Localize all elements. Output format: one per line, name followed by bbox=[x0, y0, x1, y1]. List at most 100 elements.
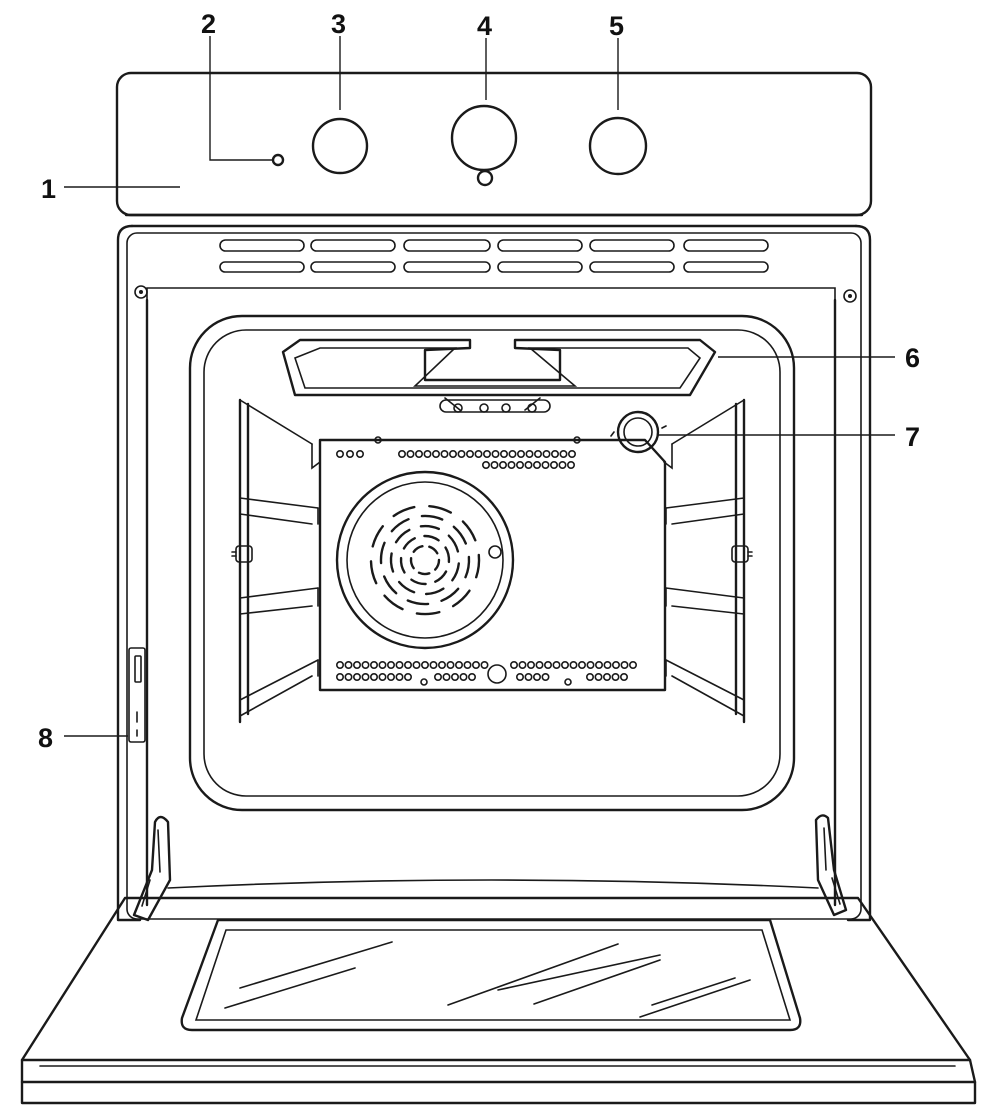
control-panel bbox=[115, 71, 873, 217]
vent-hole bbox=[569, 660, 578, 669]
door-hinge-left bbox=[132, 815, 172, 922]
vent-hole bbox=[480, 660, 489, 669]
vent-hole bbox=[585, 672, 594, 681]
control-knob-icon[interactable] bbox=[311, 117, 369, 175]
vent-hole bbox=[558, 460, 567, 469]
fan-blade bbox=[475, 553, 481, 579]
vent-hole bbox=[491, 449, 500, 458]
vent-hole bbox=[481, 460, 490, 469]
fan-blade bbox=[434, 558, 441, 571]
vent-hole bbox=[603, 660, 612, 669]
vent-hole bbox=[594, 660, 603, 669]
fan-blade bbox=[417, 571, 431, 576]
vent-hole bbox=[499, 449, 508, 458]
vent-hole bbox=[611, 672, 620, 681]
fan-blade bbox=[397, 580, 416, 594]
vent-hole bbox=[533, 449, 542, 458]
door-hinge-right bbox=[814, 814, 848, 917]
door-switch bbox=[128, 647, 146, 743]
vent-hole bbox=[369, 660, 378, 669]
fan-blade bbox=[371, 525, 384, 548]
vent-hole bbox=[559, 449, 568, 458]
vent-hole bbox=[403, 660, 412, 669]
vent-hole bbox=[361, 672, 370, 681]
fan-blade bbox=[434, 570, 448, 583]
vent-hole bbox=[378, 672, 387, 681]
fan-blade bbox=[452, 525, 467, 545]
glass-reflection bbox=[224, 941, 751, 1018]
fan-icon bbox=[335, 470, 515, 650]
vent-hole bbox=[395, 660, 404, 669]
vent-hole bbox=[448, 449, 457, 458]
indicator-light-icon bbox=[476, 169, 494, 187]
fan-blade bbox=[464, 555, 471, 579]
vent-hole bbox=[566, 460, 575, 469]
fan-blade bbox=[389, 552, 395, 573]
fan-blade bbox=[420, 514, 444, 521]
vent-hole bbox=[525, 449, 534, 458]
vent-hole bbox=[386, 672, 395, 681]
vent-hole bbox=[508, 449, 517, 458]
control-knob-icon[interactable] bbox=[588, 116, 648, 176]
vent-hole bbox=[431, 449, 440, 458]
fan-blade bbox=[424, 587, 445, 596]
rack-rails-right bbox=[663, 398, 753, 724]
vent-hole bbox=[352, 672, 361, 681]
vent-hole bbox=[420, 660, 429, 669]
vent-hole bbox=[335, 672, 344, 681]
fan-blade bbox=[423, 534, 440, 542]
vent-hole bbox=[345, 449, 354, 458]
grill-element-icon bbox=[281, 338, 717, 413]
vent-slots bbox=[219, 239, 769, 273]
vent-hole bbox=[526, 660, 535, 669]
fan-blade bbox=[409, 557, 415, 570]
control-knob-icon[interactable] bbox=[450, 104, 518, 172]
vent-hole bbox=[620, 660, 629, 669]
vent-hole bbox=[361, 660, 370, 669]
oven-cavity bbox=[188, 314, 796, 812]
vent-hole bbox=[515, 672, 524, 681]
vent-hole bbox=[549, 460, 558, 469]
oven-body bbox=[116, 213, 872, 922]
vent-hole bbox=[594, 672, 603, 681]
fan-blade bbox=[383, 575, 398, 595]
fan-blade bbox=[419, 524, 440, 531]
vent-hole bbox=[433, 672, 442, 681]
vent-hole bbox=[335, 660, 344, 669]
vent-hole bbox=[386, 660, 395, 669]
fan-blade bbox=[392, 505, 416, 518]
vent-hole bbox=[532, 460, 541, 469]
vent-hole bbox=[429, 660, 438, 669]
vent-hole bbox=[440, 449, 449, 458]
vent-hole bbox=[463, 660, 472, 669]
fan-blade bbox=[379, 541, 386, 565]
vent-hole bbox=[586, 660, 595, 669]
vent-hole bbox=[490, 460, 499, 469]
indicator-light-icon bbox=[271, 153, 285, 167]
callouts: 1 2 3 4 5 6 7 8 bbox=[38, 9, 920, 753]
callout-1: 1 bbox=[41, 174, 56, 204]
fan-blade bbox=[440, 587, 460, 602]
vent-hole bbox=[524, 460, 533, 469]
vent-hole bbox=[352, 660, 361, 669]
vent-hole bbox=[542, 449, 551, 458]
fan-blade bbox=[428, 505, 452, 514]
fan-blade bbox=[447, 534, 460, 553]
callout-3: 3 bbox=[331, 9, 346, 39]
vent-hole bbox=[535, 660, 544, 669]
vent-hole bbox=[344, 660, 353, 669]
fan-blade bbox=[451, 562, 460, 582]
fan-blade bbox=[369, 560, 378, 585]
vent-hole bbox=[567, 449, 576, 458]
callout-5: 5 bbox=[609, 11, 624, 41]
callout-7: 7 bbox=[905, 422, 920, 452]
fan-blade bbox=[402, 537, 416, 550]
fan-blade bbox=[390, 518, 410, 533]
oven-door[interactable] bbox=[20, 896, 977, 1105]
vent-hole bbox=[602, 672, 611, 681]
callout-6: 6 bbox=[905, 343, 920, 373]
fan-blade bbox=[428, 545, 439, 555]
vent-hole bbox=[457, 449, 466, 458]
vent-hole bbox=[515, 460, 524, 469]
callout-8: 8 bbox=[38, 723, 53, 753]
